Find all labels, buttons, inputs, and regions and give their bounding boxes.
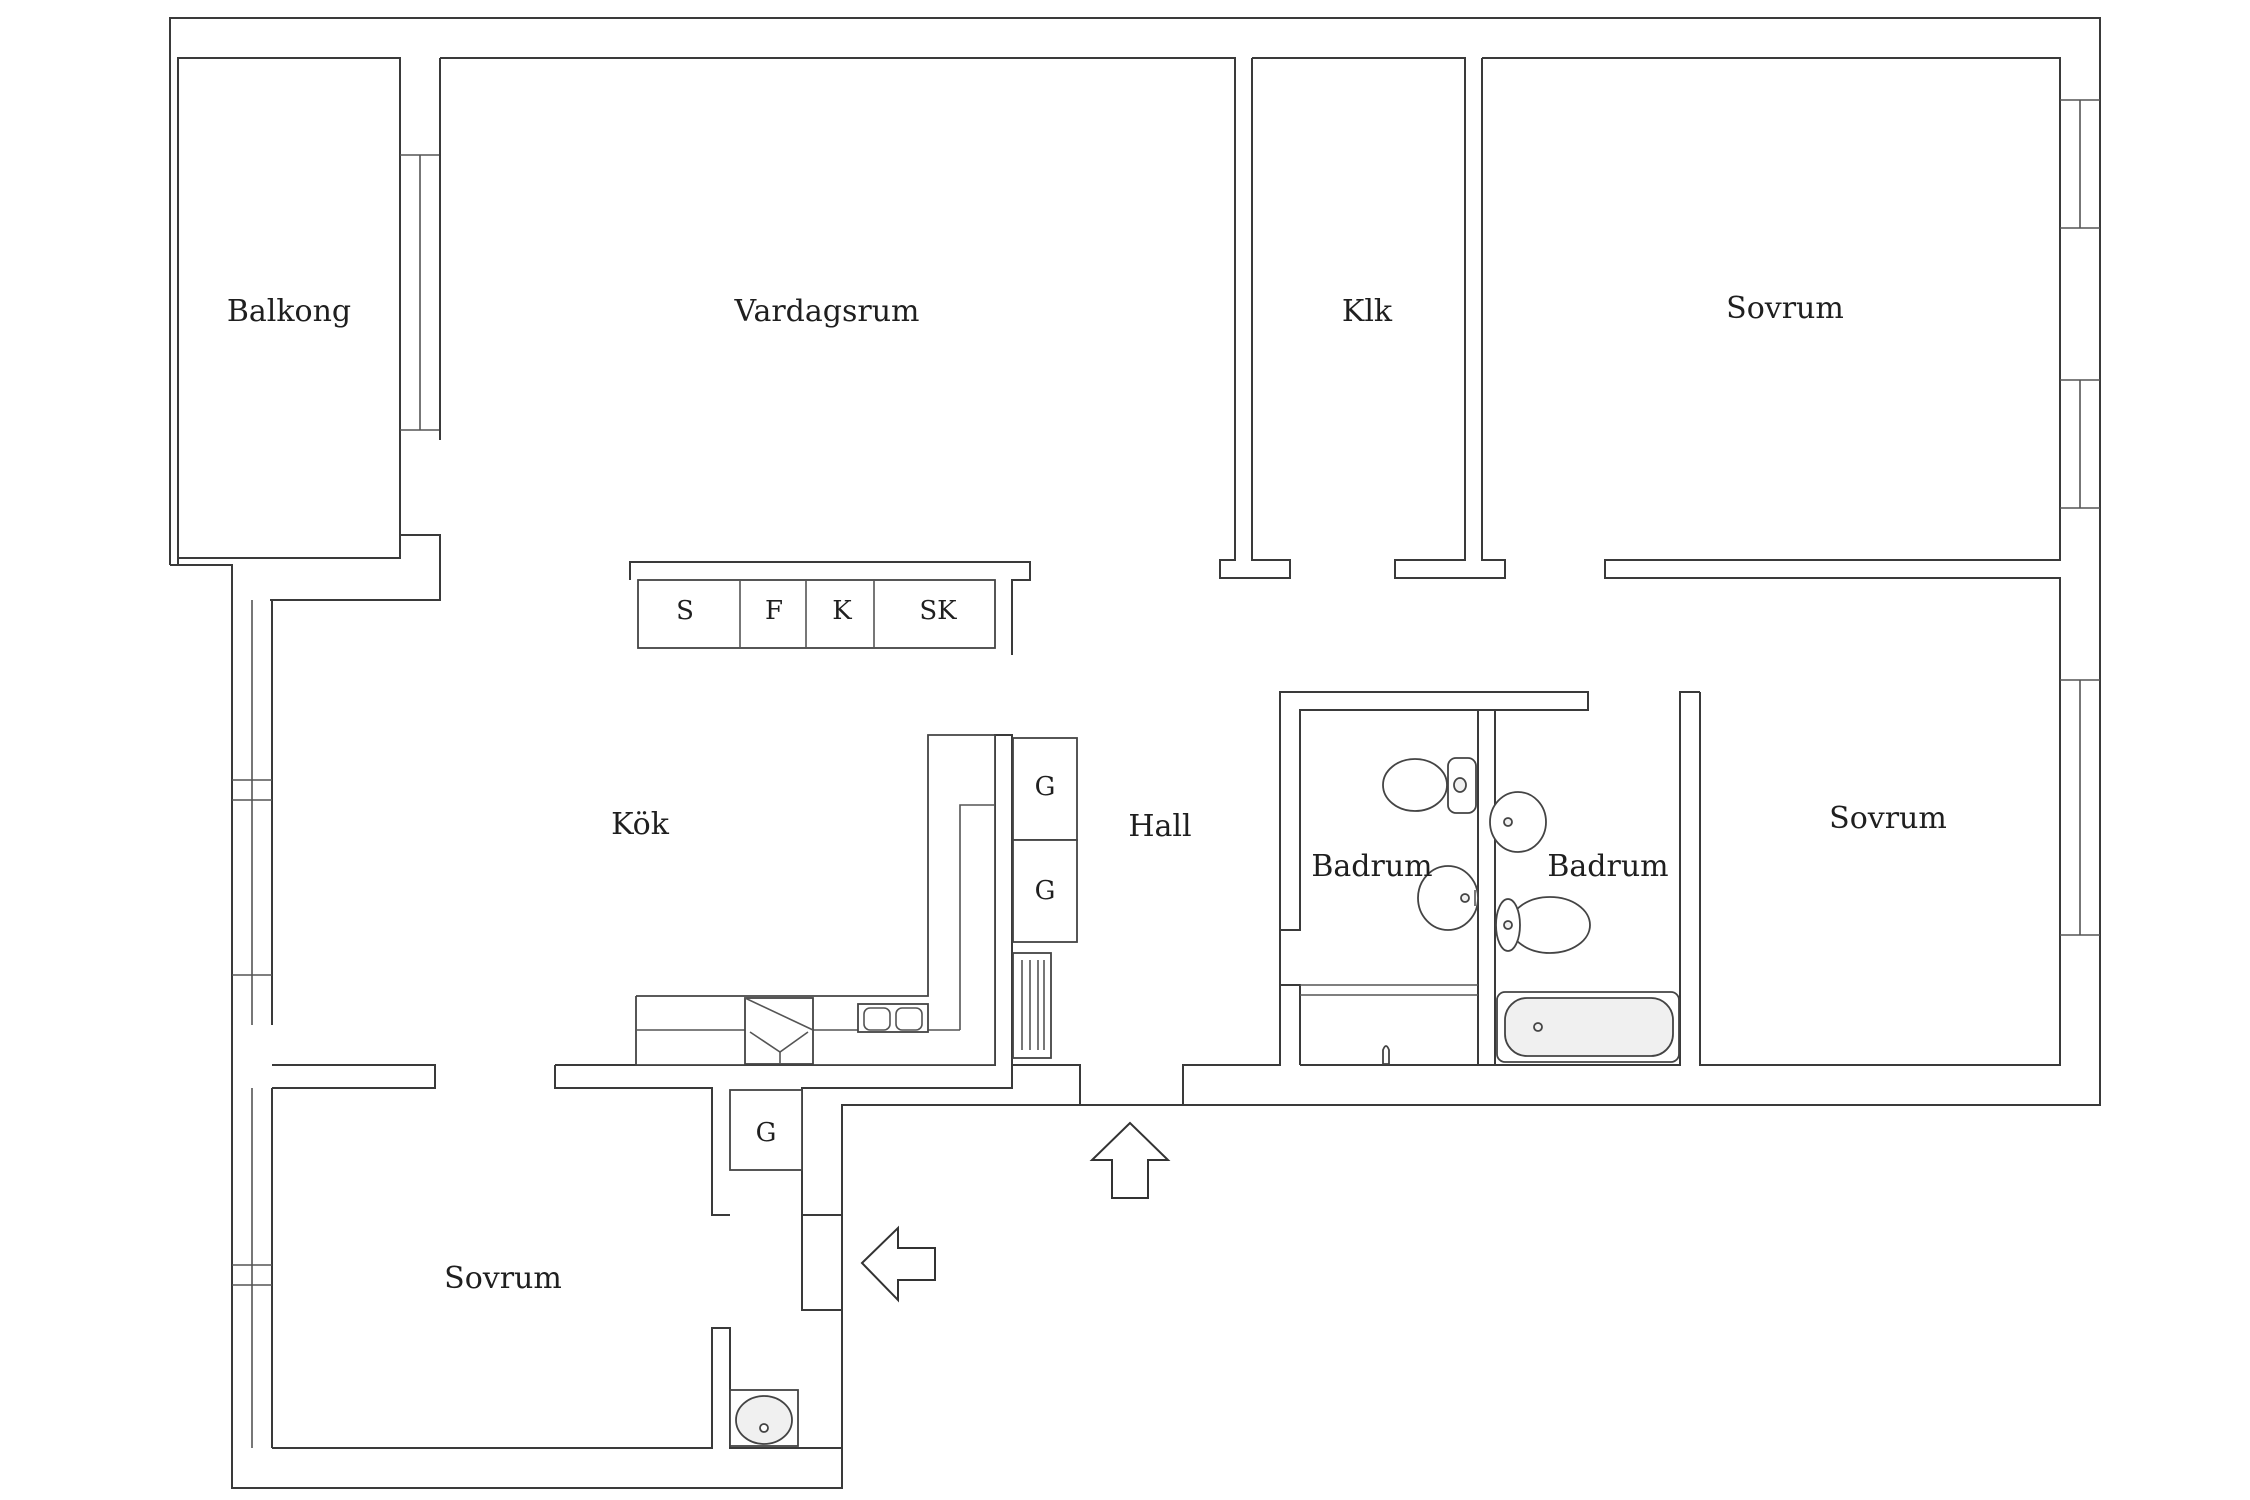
kitchen-counter bbox=[635, 734, 996, 1066]
room-label-vardagsrum: Vardagsrum bbox=[734, 294, 920, 329]
cabinet-label-f: F bbox=[765, 596, 783, 626]
room-label-kok: Kök bbox=[611, 807, 670, 842]
sovrum-sw-sink bbox=[729, 1389, 799, 1447]
interior-walls-north bbox=[270, 57, 2100, 1066]
entrance-arrow-left bbox=[860, 1225, 936, 1303]
interior-walls-middle bbox=[272, 691, 1700, 1449]
bathroom-2-fixtures bbox=[1489, 791, 1680, 1063]
room-label-badrum-1: Badrum bbox=[1311, 849, 1432, 884]
cabinet-label-g-hall-1: G bbox=[1035, 772, 1056, 802]
cabinet-label-sk: SK bbox=[919, 596, 957, 626]
room-label-sovrum-e: Sovrum bbox=[1829, 801, 1947, 836]
cabinet-label-k: K bbox=[832, 596, 852, 626]
cabinet-label-g-hall-2: G bbox=[1035, 876, 1056, 906]
cabinet-label-s: S bbox=[676, 596, 694, 626]
bathroom-1-fixtures bbox=[1382, 757, 1479, 1065]
room-label-klk: Klk bbox=[1342, 294, 1393, 329]
west-windows bbox=[232, 600, 273, 1448]
entrance-arrow-up bbox=[1089, 1121, 1171, 1199]
room-label-badrum-2: Badrum bbox=[1547, 849, 1668, 884]
cabinet-label-g-lower: G bbox=[756, 1118, 777, 1148]
wardrobe-row bbox=[629, 561, 1031, 655]
hall-cabinets bbox=[1012, 737, 1078, 1059]
room-label-sovrum-ne: Sovrum bbox=[1726, 291, 1844, 326]
room-label-sovrum-sw: Sovrum bbox=[444, 1261, 562, 1296]
room-label-balkong: Balkong bbox=[227, 294, 351, 329]
balcony bbox=[177, 57, 440, 559]
room-label-hall: Hall bbox=[1128, 809, 1191, 844]
